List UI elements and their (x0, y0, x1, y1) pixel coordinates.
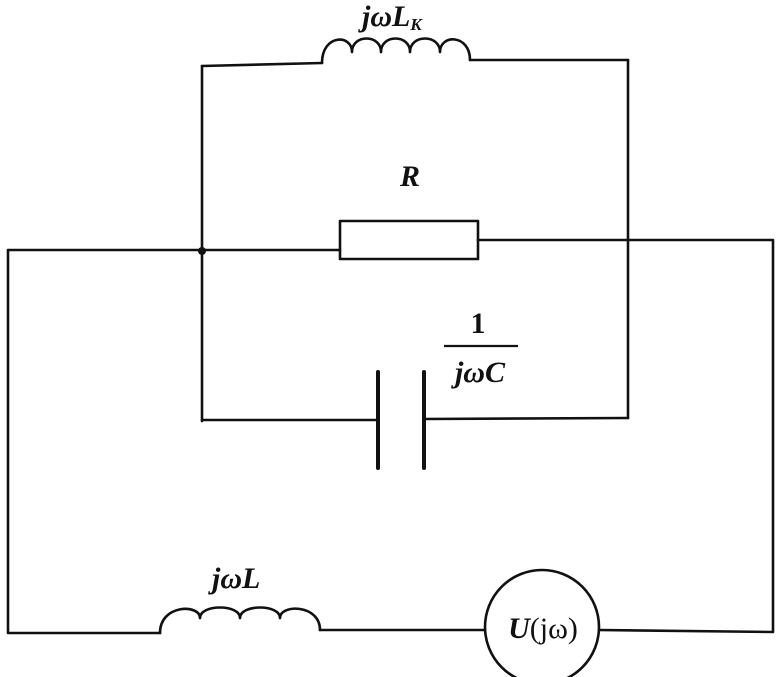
capacitor-label-numerator: 1 (471, 307, 486, 340)
voltage-source-label-symbol: U (508, 612, 531, 645)
series-inductor-label: jωL (208, 562, 260, 595)
wire-top-branch-left (200, 61, 324, 68)
wire-capacitor-right (422, 416, 630, 421)
resistor-label: R (399, 160, 420, 193)
coupling-inductor (320, 37, 472, 65)
voltage-source-label: U(jω) (508, 612, 578, 645)
series-inductor (158, 606, 322, 635)
voltage-source-label-argument: (jω) (530, 612, 578, 645)
junction-node (198, 247, 206, 255)
coupling-inductor-label: jωLK (358, 0, 423, 34)
resistor (338, 219, 480, 261)
coupling-inductor-label-symbol: L (391, 0, 410, 33)
wire-left-junction-to-outer-left (6, 248, 204, 635)
wire-source-to-right-outer (597, 238, 775, 634)
voltage-source (483, 568, 601, 677)
parallel-network-wiring (200, 58, 630, 423)
coupling-inductor-label-subscript: K (409, 15, 423, 34)
capacitor-label-denominator: jωC (451, 356, 506, 389)
coupling-inductor-label-prefix: jω (358, 0, 392, 33)
outer-loop-wiring (6, 238, 775, 635)
